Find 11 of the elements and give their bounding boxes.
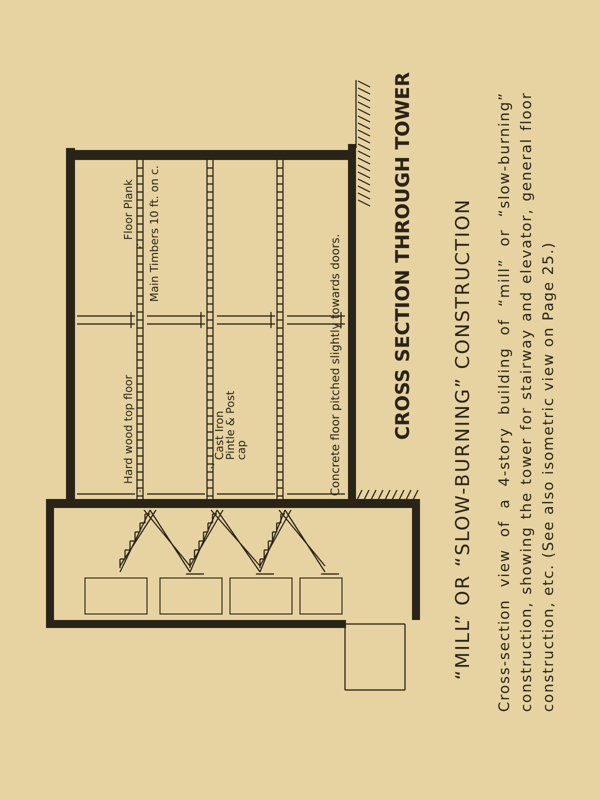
callout-label: Cast Iron Pintle & Post cap — [214, 390, 247, 460]
callout-label: Hard wood top floor — [122, 374, 135, 484]
part-label: Concrete floor pitched slightly towards doors. — [328, 234, 342, 496]
heading: CROSS SECTION THROUGH TOWER — [392, 72, 414, 440]
part-label: Main Timbers 10 ft. on c. — [148, 165, 161, 302]
caption: Cross-section view of a 4-story building of “mill” or “slow-burning” construction, showing the tower for stairway and elevator, general floor construction, etc. (See also isometric view on Page 25.) — [496, 92, 558, 712]
leader-line — [136, 244, 142, 248]
callout-label: Floor Plank — [122, 179, 135, 240]
leader-line — [136, 488, 142, 492]
subheading: “MILL” OR “SLOW-BURNING” CONSTRUCTION — [452, 198, 474, 680]
leader-line — [210, 464, 214, 470]
